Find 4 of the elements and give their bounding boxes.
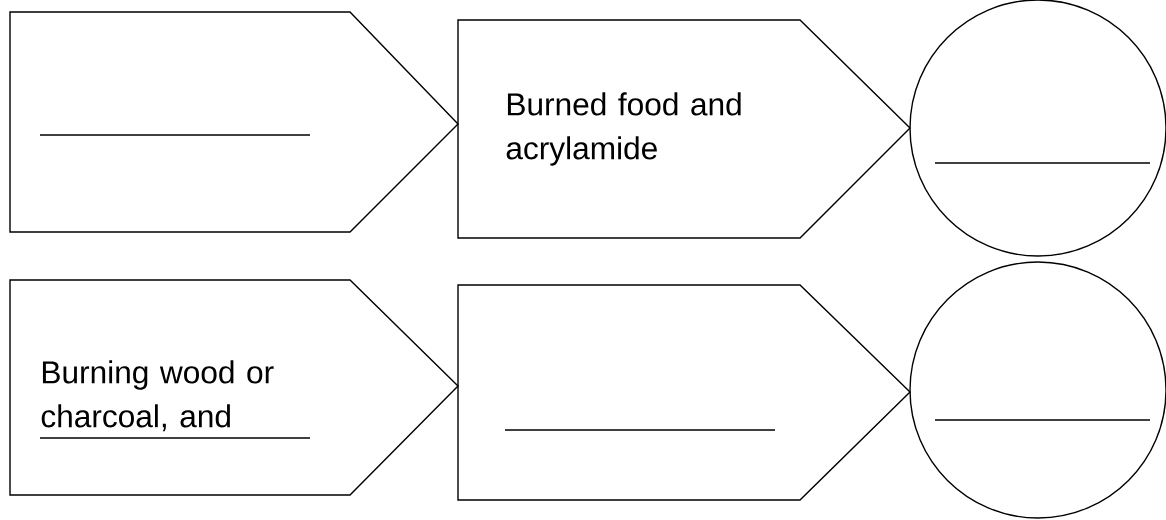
arrow-box: Burned food and acrylamide bbox=[457, 19, 911, 239]
arrow-box: Burning wood or charcoal, and bbox=[9, 279, 459, 496]
arrow-box bbox=[457, 284, 911, 501]
arrow-box bbox=[9, 11, 459, 233]
